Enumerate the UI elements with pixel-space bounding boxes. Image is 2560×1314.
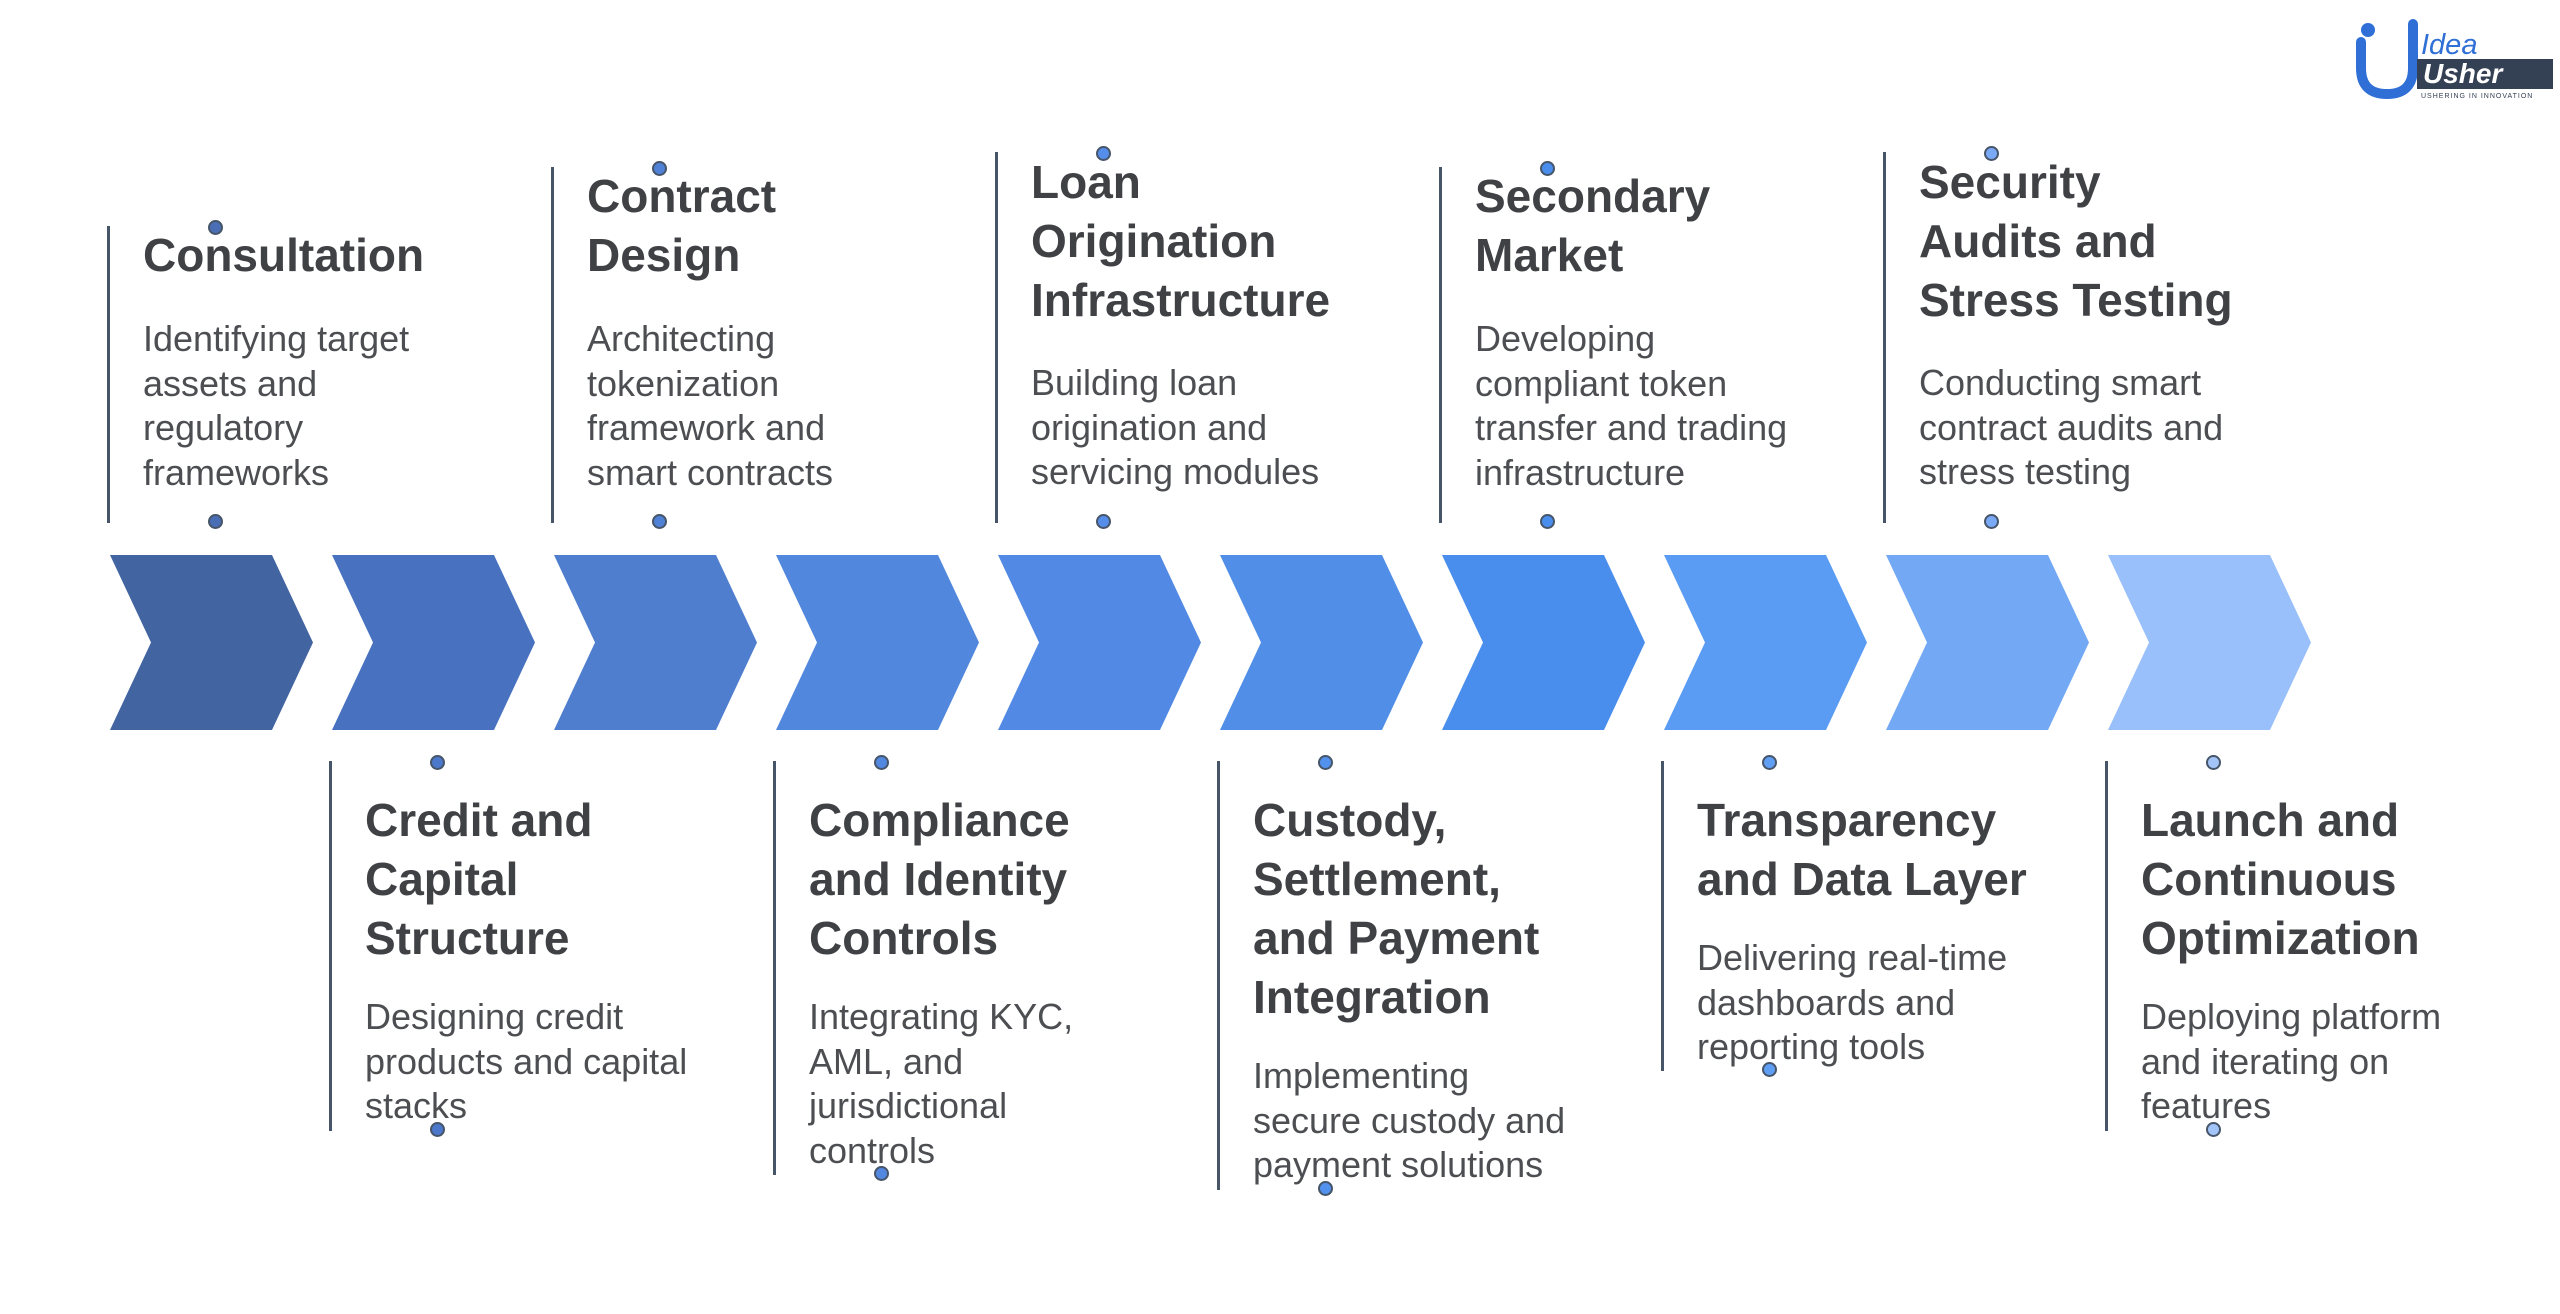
timeline-dot-bottom xyxy=(1984,514,1999,529)
step-chevron-3 xyxy=(554,555,757,730)
step-title: Consultation xyxy=(143,229,425,281)
timeline-connector xyxy=(551,161,667,529)
timeline-dot-bottom xyxy=(1096,514,1111,529)
timeline-dot-top xyxy=(1540,161,1555,176)
step-description: Identifying target assets and regulatory… xyxy=(143,318,410,493)
logo-tagline: USHERING IN INNOVATION xyxy=(2421,93,2533,100)
step-description: Integrating KYC, AML, and jurisdictional… xyxy=(809,996,1074,1171)
timeline-dot-top xyxy=(1318,755,1333,770)
step-chevron-5 xyxy=(998,555,1201,730)
idea-usher-logo: Idea Usher USHERING IN INNOVATION xyxy=(2356,19,2553,100)
timeline-dot-top xyxy=(1096,146,1111,161)
step-chevron-9 xyxy=(1886,555,2089,730)
timeline-connector xyxy=(107,220,223,529)
step-title: Launch and Continuous Optimization xyxy=(2141,794,2420,964)
timeline-connector xyxy=(329,755,445,1137)
logo-dot xyxy=(2361,23,2375,37)
timeline-dot-bottom xyxy=(1318,1181,1333,1196)
timeline-connector xyxy=(2105,755,2221,1137)
step-chevron-8 xyxy=(1664,555,1867,730)
step-description: Designing credit products and capital st… xyxy=(365,996,688,1126)
timeline-connector xyxy=(1439,161,1555,529)
timeline-dot-bottom xyxy=(1762,1062,1777,1077)
step-description: Conducting smart contract audits and str… xyxy=(1919,362,2224,492)
timeline-dot-top xyxy=(1762,755,1777,770)
logo-u-shape xyxy=(2356,19,2418,100)
timeline-dot-top xyxy=(208,220,223,235)
step-chevron-1 xyxy=(110,555,313,730)
timeline-dot-top xyxy=(2206,755,2221,770)
step-chevron-4 xyxy=(776,555,979,730)
step-description: Implementing secure custody and payment … xyxy=(1253,1055,1566,1185)
timeline-dot-bottom xyxy=(430,1122,445,1137)
step-description: Deploying platform and iterating on feat… xyxy=(2141,996,2442,1126)
step-chevron-10 xyxy=(2108,555,2311,730)
step-chevron-6 xyxy=(1220,555,1423,730)
timeline-dot-top xyxy=(430,755,445,770)
step-description: Architecting tokenization framework and … xyxy=(587,318,834,493)
timeline-dot-top xyxy=(1984,146,1999,161)
timeline-dot-bottom xyxy=(874,1166,889,1181)
step-chevron-2 xyxy=(332,555,535,730)
timeline-dot-bottom xyxy=(1540,514,1555,529)
timeline-dot-bottom xyxy=(208,514,223,529)
step-title: Loan Origination Infrastructure xyxy=(1031,156,1331,326)
step-title: Custody, Settlement, and Payment Integra… xyxy=(1253,794,1540,1023)
step-title: Credit and Capital Structure xyxy=(365,794,593,964)
timeline-dot-bottom xyxy=(652,514,667,529)
step-description: Building loan origination and servicing … xyxy=(1031,362,1320,492)
step-title: Transparency and Data Layer xyxy=(1697,794,2027,905)
step-chevron-7 xyxy=(1442,555,1645,730)
timeline-connector xyxy=(995,146,1111,529)
timeline-dot-top xyxy=(874,755,889,770)
timeline-connector xyxy=(1883,146,1999,529)
timeline-dot-top xyxy=(652,161,667,176)
step-title: Contract Design xyxy=(587,170,777,281)
step-title: Security Audits and Stress Testing xyxy=(1919,156,2233,326)
timeline-dot-bottom xyxy=(2206,1122,2221,1137)
timeline-connector xyxy=(1661,755,1777,1077)
step-description: Delivering real-time dashboards and repo… xyxy=(1697,937,2008,1067)
timeline-connector xyxy=(1217,755,1333,1196)
logo-word-bottom: Usher xyxy=(2423,58,2504,89)
step-title: Secondary Market xyxy=(1475,170,1711,281)
logo-word-top: Idea xyxy=(2421,29,2477,61)
timeline-connector xyxy=(773,755,889,1181)
logo-word-bottom-bg xyxy=(2417,59,2553,89)
step-title: Compliance and Identity Controls xyxy=(809,794,1070,964)
step-description: Developing compliant token transfer and … xyxy=(1475,318,1788,493)
